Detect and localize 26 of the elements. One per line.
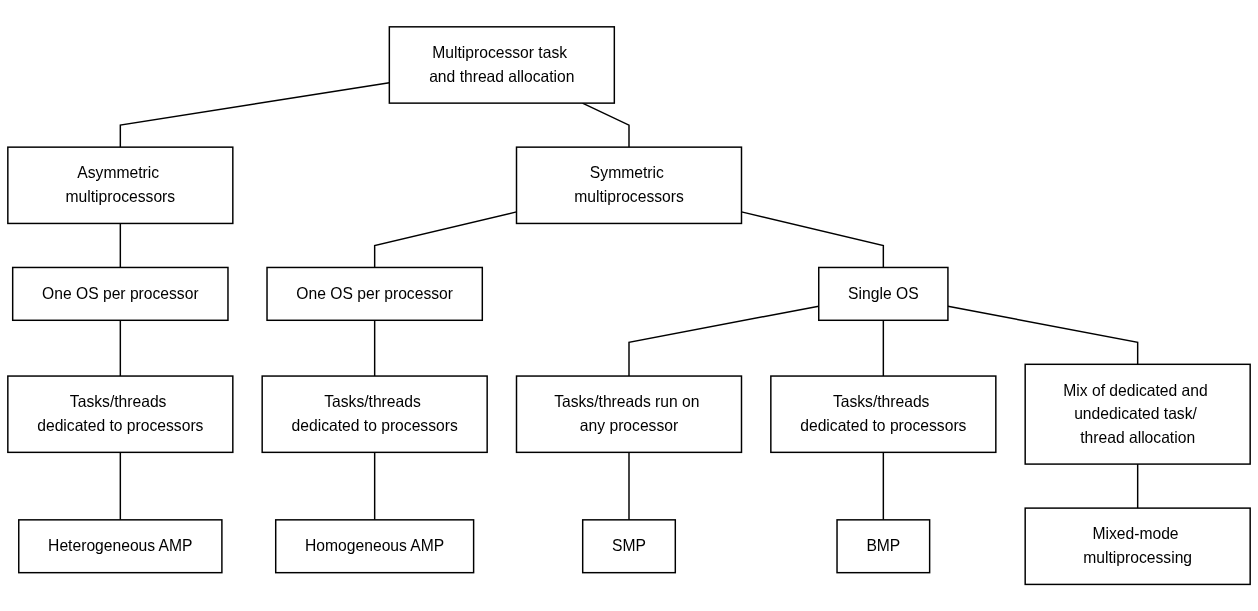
node-box: Tasks/threads run on any processor (515, 375, 743, 453)
node-box: Tasks/threads dedicated to processors (261, 375, 488, 453)
node-box: SMP (581, 519, 677, 574)
node-box: Mixed-mode multiprocessing (1024, 507, 1251, 585)
node-box: Mix of dedicated and undedicated task/ thread allocation (1024, 363, 1251, 465)
node-box: One OS per processor (266, 266, 484, 321)
connector (119, 222, 122, 269)
connector (1136, 463, 1139, 509)
connector (119, 319, 122, 377)
connector (882, 451, 885, 521)
connector (373, 451, 376, 521)
node-box: Heterogeneous AMP (18, 519, 223, 574)
connector (882, 319, 885, 377)
connector (373, 319, 376, 377)
node-box: Homogeneous AMP (274, 519, 475, 574)
node-box: Tasks/threads dedicated to processors (770, 375, 997, 453)
connector (119, 451, 122, 521)
node-box: Multiprocessor task and thread allocation (388, 25, 616, 104)
connector (947, 305, 1139, 365)
connector (628, 451, 630, 521)
node-box: Symmetric multiprocessors (515, 146, 743, 225)
node-box: Tasks/threads dedicated to processors (7, 375, 234, 453)
node-box: One OS per processor (11, 266, 229, 321)
node-box: BMP (836, 519, 931, 574)
node-box: Single OS (818, 266, 949, 321)
node-box: Asymmetric multiprocessors (7, 146, 234, 225)
